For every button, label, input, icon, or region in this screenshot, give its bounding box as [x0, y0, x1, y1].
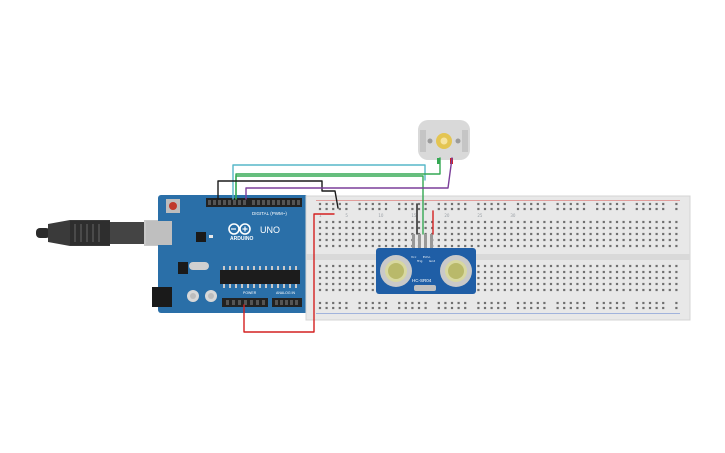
analog-header-label: ANALOG IN [276, 291, 296, 295]
breadboard-column-number: 15 [411, 213, 417, 218]
power-header-label: POWER [243, 291, 257, 295]
power-jack [152, 287, 172, 307]
arduino-logo [228, 223, 251, 235]
breadboard-column-number: 25 [477, 213, 483, 218]
breadboard-column-number: 10 [378, 213, 384, 218]
sensor-pin-gnd: Gnd [429, 259, 435, 263]
arduino-uno-board[interactable]: DIGITAL (PWM~) ARDUINO UNO [146, 195, 308, 313]
wires [217, 157, 453, 333]
wire-black-gnd[interactable] [217, 180, 339, 209]
breadboard-column-number: 30 [510, 213, 516, 218]
wire-green-motor[interactable] [235, 157, 441, 200]
sensor-pin-trig: Trig [416, 259, 422, 263]
breadboard-column-number: 5 [345, 213, 348, 218]
digital-header-label: DIGITAL (PWM~) [252, 211, 287, 216]
ultrasonic-sensor-hc-sr04[interactable]: Vcc Trig Echo Gnd HC-SR04 [376, 234, 476, 294]
arduino-model: UNO [260, 225, 280, 235]
atmega-chip [220, 270, 300, 284]
reset-button[interactable] [169, 202, 177, 210]
sensor-pin-vcc: Vcc [411, 255, 417, 259]
breadboard-column-number: 1 [319, 213, 322, 218]
breadboard-column-number: 20 [444, 213, 450, 218]
wire-red-5v[interactable] [243, 213, 335, 333]
dc-motor[interactable] [418, 120, 470, 164]
usb-jack [146, 221, 172, 245]
wire-purple[interactable] [245, 157, 453, 200]
wire-green-sensor[interactable] [235, 175, 424, 235]
wire-cyan[interactable] [232, 164, 426, 200]
arduino-brand: ARDUINO [230, 236, 253, 242]
sensor-model-label: HC-SR04 [412, 278, 432, 283]
sensor-pin-echo: Echo [423, 255, 430, 259]
